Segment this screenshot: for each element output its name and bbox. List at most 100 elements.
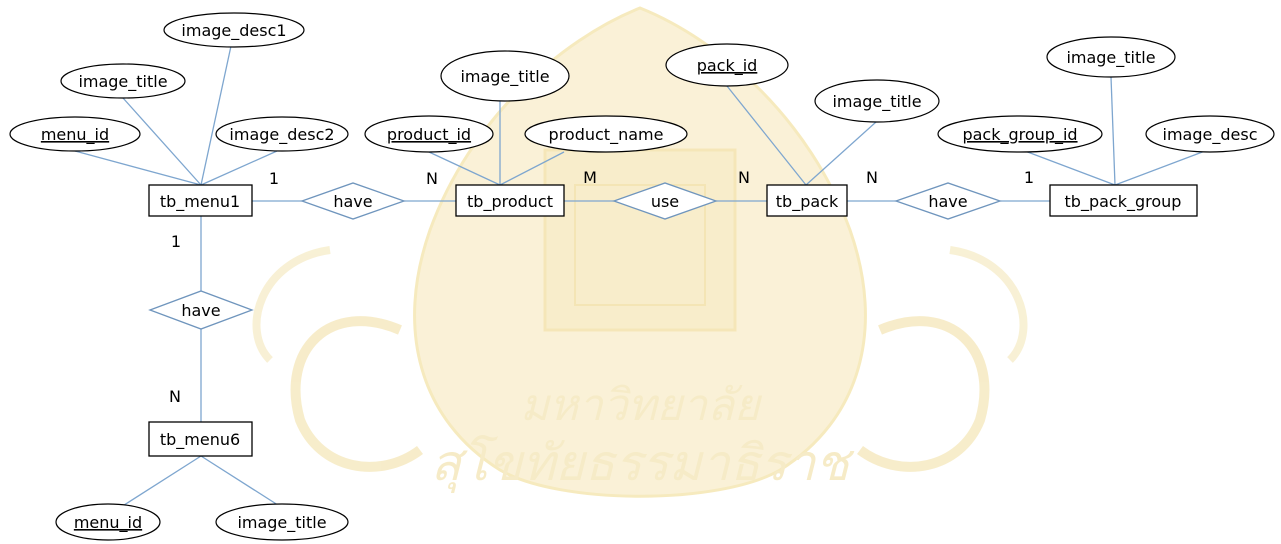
entities: tb_menu1 tb_product tb_pack tb_pack_grou… <box>148 184 1198 457</box>
relationship-label: use <box>651 192 679 211</box>
entity-box <box>148 184 253 217</box>
entity-box <box>766 184 848 217</box>
attribute-label: image_title <box>460 67 549 87</box>
entity-box <box>455 184 565 217</box>
line-packgroup-image_title <box>1110 76 1116 186</box>
line-packgroup-image_desc <box>1114 150 1206 186</box>
attribute-pack-image_title[interactable]: image_title <box>814 79 940 123</box>
attribute-ellipse <box>55 503 161 541</box>
cardinality-menu1-to-product: 1 <box>269 169 279 188</box>
entity-tb_product[interactable]: tb_product <box>455 184 565 217</box>
watermark-seal-inner <box>574 184 706 306</box>
entity-box <box>1049 184 1198 217</box>
relationship-label: have <box>928 192 967 211</box>
entity-tb_menu6[interactable]: tb_menu6 <box>148 421 253 457</box>
attribute-label: image_title <box>832 92 921 112</box>
line-menu1-image_desc2 <box>200 150 278 186</box>
entity-label: tb_pack_group <box>1065 192 1182 212</box>
relationship-have-menu1-product[interactable]: have <box>300 182 406 220</box>
attribute-product-product_id[interactable]: product_id <box>364 115 494 153</box>
attribute-label-key: pack_group_id <box>962 125 1077 145</box>
watermark-text-line2: สุโขทัยธรรมาธิราช <box>431 434 856 494</box>
relationship-diamond <box>148 290 254 330</box>
attribute-ellipse <box>215 116 349 152</box>
entity-label: tb_pack <box>776 192 839 212</box>
attribute-pack-pack_id[interactable]: pack_id <box>665 43 789 87</box>
university-seal-watermark: มหาวิทยาลัย สุโขทัยธรรมาธิราช <box>252 6 1028 498</box>
attribute-ellipse <box>1046 36 1176 78</box>
entity-label: tb_menu6 <box>160 430 240 450</box>
entity-box <box>148 421 253 457</box>
attribute-label: image_title <box>237 513 326 533</box>
attribute-ellipse <box>215 503 349 541</box>
cardinality-group-from-pack: 1 <box>1024 168 1034 187</box>
attribute-label-key: menu_id <box>41 125 109 145</box>
attribute-ellipse <box>60 63 186 99</box>
attribute-ellipse <box>163 12 305 48</box>
attribute-ellipse <box>9 116 141 152</box>
watermark-swirl-far-right <box>949 246 1028 363</box>
watermark-swirl-far-left <box>252 246 331 363</box>
attribute-menu1-menu_id[interactable]: menu_id <box>9 116 141 152</box>
entity-label: tb_menu1 <box>160 192 240 212</box>
attribute-label: image_desc2 <box>229 125 334 145</box>
relationship-label: have <box>333 192 372 211</box>
cardinality-product-from-menu1: N <box>426 169 438 188</box>
attribute-packgroup-image_desc[interactable]: image_desc <box>1145 115 1275 153</box>
attribute-menu6-image_title[interactable]: image_title <box>215 503 349 541</box>
attribute-label: product_name <box>549 125 664 145</box>
attribute-label: image_title <box>78 72 167 92</box>
line-pack-image_title <box>805 121 877 186</box>
watermark-text-line1: มหาวิทยาลัย <box>520 380 763 431</box>
attribute-ellipse <box>364 115 494 153</box>
attribute-menu1-image_desc2[interactable]: image_desc2 <box>215 116 349 152</box>
watermark-swirl-left <box>290 316 423 472</box>
line-menu1-image_title <box>122 97 202 186</box>
attribute-ellipse <box>440 50 570 102</box>
attribute-ellipse <box>1145 115 1275 153</box>
attribute-ellipse <box>937 115 1103 153</box>
relationship-have-menu1-menu6[interactable]: have <box>148 290 254 330</box>
relationship-diamond <box>612 182 718 220</box>
relationship-diamond <box>894 182 1002 220</box>
line-product-product_id <box>428 151 501 186</box>
connector-lines <box>74 45 1206 508</box>
attribute-menu6-menu_id[interactable]: menu_id <box>55 503 161 541</box>
watermark-swirl-right <box>857 316 990 472</box>
cardinality-menu1-to-menu6: 1 <box>171 232 181 251</box>
line-pack-pack_id <box>726 85 807 186</box>
attribute-packgroup-pack_group_id[interactable]: pack_group_id <box>937 115 1103 153</box>
entity-label: tb_product <box>467 192 553 212</box>
attribute-label-key: menu_id <box>74 513 142 533</box>
cardinality-product-to-pack: M <box>583 168 597 187</box>
cardinality-pack-to-group: N <box>866 168 878 187</box>
attribute-label-key: pack_id <box>697 56 758 76</box>
entity-tb_menu1[interactable]: tb_menu1 <box>148 184 253 217</box>
attribute-label: image_desc <box>1163 125 1258 145</box>
attribute-ellipse <box>524 115 688 153</box>
line-menu6-image_title <box>200 455 282 508</box>
attribute-menu1-image_title[interactable]: image_title <box>60 63 186 99</box>
attribute-product-product_name[interactable]: product_name <box>524 115 688 153</box>
relationships: have use have have <box>148 182 1002 330</box>
line-menu1-image_desc1 <box>200 45 232 186</box>
attribute-ellipse <box>665 43 789 87</box>
attribute-label: image_desc1 <box>181 21 286 41</box>
entity-tb_pack[interactable]: tb_pack <box>766 184 848 217</box>
relationship-label: have <box>181 301 220 320</box>
attribute-menu1-image_desc1[interactable]: image_desc1 <box>163 12 305 48</box>
line-product-product_name <box>499 151 565 186</box>
attribute-product-image_title[interactable]: image_title <box>440 50 570 102</box>
relationship-have-pack-packgroup[interactable]: have <box>894 182 1002 220</box>
cardinality-menu6-from-menu1: N <box>169 387 181 406</box>
attribute-ellipse <box>814 79 940 123</box>
attribute-label: image_title <box>1066 48 1155 68</box>
line-menu6-menu_id <box>120 455 202 508</box>
cardinalities: 1 N M N N 1 1 N <box>169 168 1034 406</box>
relationship-diamond <box>300 182 406 220</box>
relationship-use-product-pack[interactable]: use <box>612 182 718 220</box>
entity-tb_pack_group[interactable]: tb_pack_group <box>1049 184 1198 217</box>
line-menu1-menu_id <box>74 150 202 186</box>
attribute-packgroup-image_title[interactable]: image_title <box>1046 36 1176 78</box>
